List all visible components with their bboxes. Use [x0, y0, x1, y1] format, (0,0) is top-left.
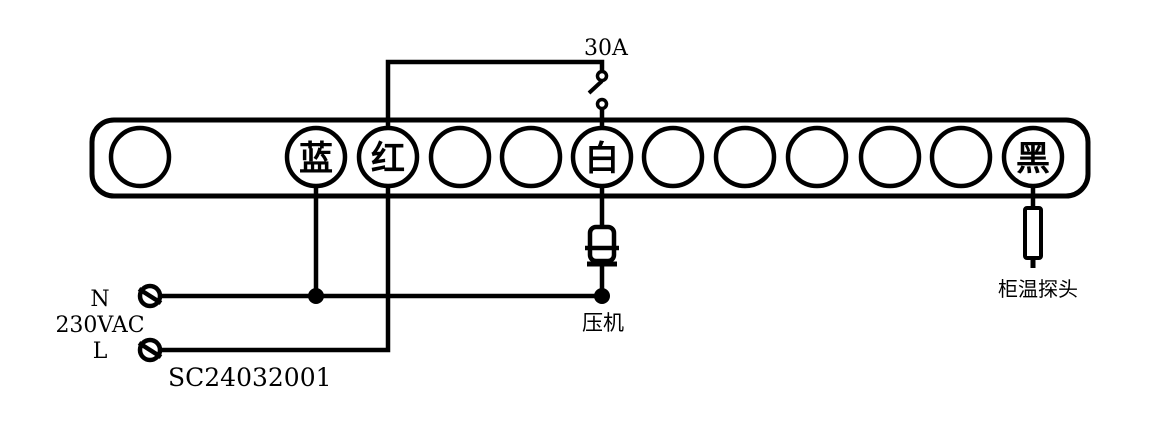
terminal-10: [858, 125, 922, 189]
neutral-wire: [150, 186, 602, 299]
terminal-6-label: 白: [585, 139, 619, 179]
terminal-2-blue: 蓝: [284, 125, 348, 189]
terminal-6-white: 白: [570, 125, 634, 189]
power-terminal-n: [137, 283, 163, 309]
terminal-1: [108, 125, 172, 189]
probe-label: 柜温探头: [998, 277, 1078, 301]
compressor-label: 压机: [582, 311, 624, 335]
compressor-icon: [585, 224, 619, 267]
terminal-4: [428, 125, 492, 189]
model-code: SC24032001: [168, 363, 332, 392]
relay-contact: [385, 59, 609, 128]
terminal-3-red: 红: [356, 125, 420, 189]
power-n-label: N: [90, 287, 109, 312]
relay-rating: 30A: [584, 36, 629, 61]
terminal-7: [641, 125, 705, 189]
terminal-3-label: 红: [371, 139, 405, 179]
terminal-9: [785, 125, 849, 189]
live-wire: [150, 186, 391, 353]
terminal-strip: [89, 117, 1091, 199]
terminal-2-label: 蓝: [299, 139, 333, 179]
terminal-12-label: 黑: [1016, 139, 1050, 179]
junction-n: [308, 288, 324, 304]
power-voltage-label: 230VAC: [55, 313, 144, 338]
terminal-5: [499, 125, 563, 189]
terminal-11: [929, 125, 993, 189]
power-terminal-l: [137, 337, 163, 363]
probe-icon: [1023, 186, 1043, 268]
terminal-8: [713, 125, 777, 189]
terminal-12-black: 黑: [1001, 125, 1065, 189]
power-l-label: L: [93, 339, 108, 364]
